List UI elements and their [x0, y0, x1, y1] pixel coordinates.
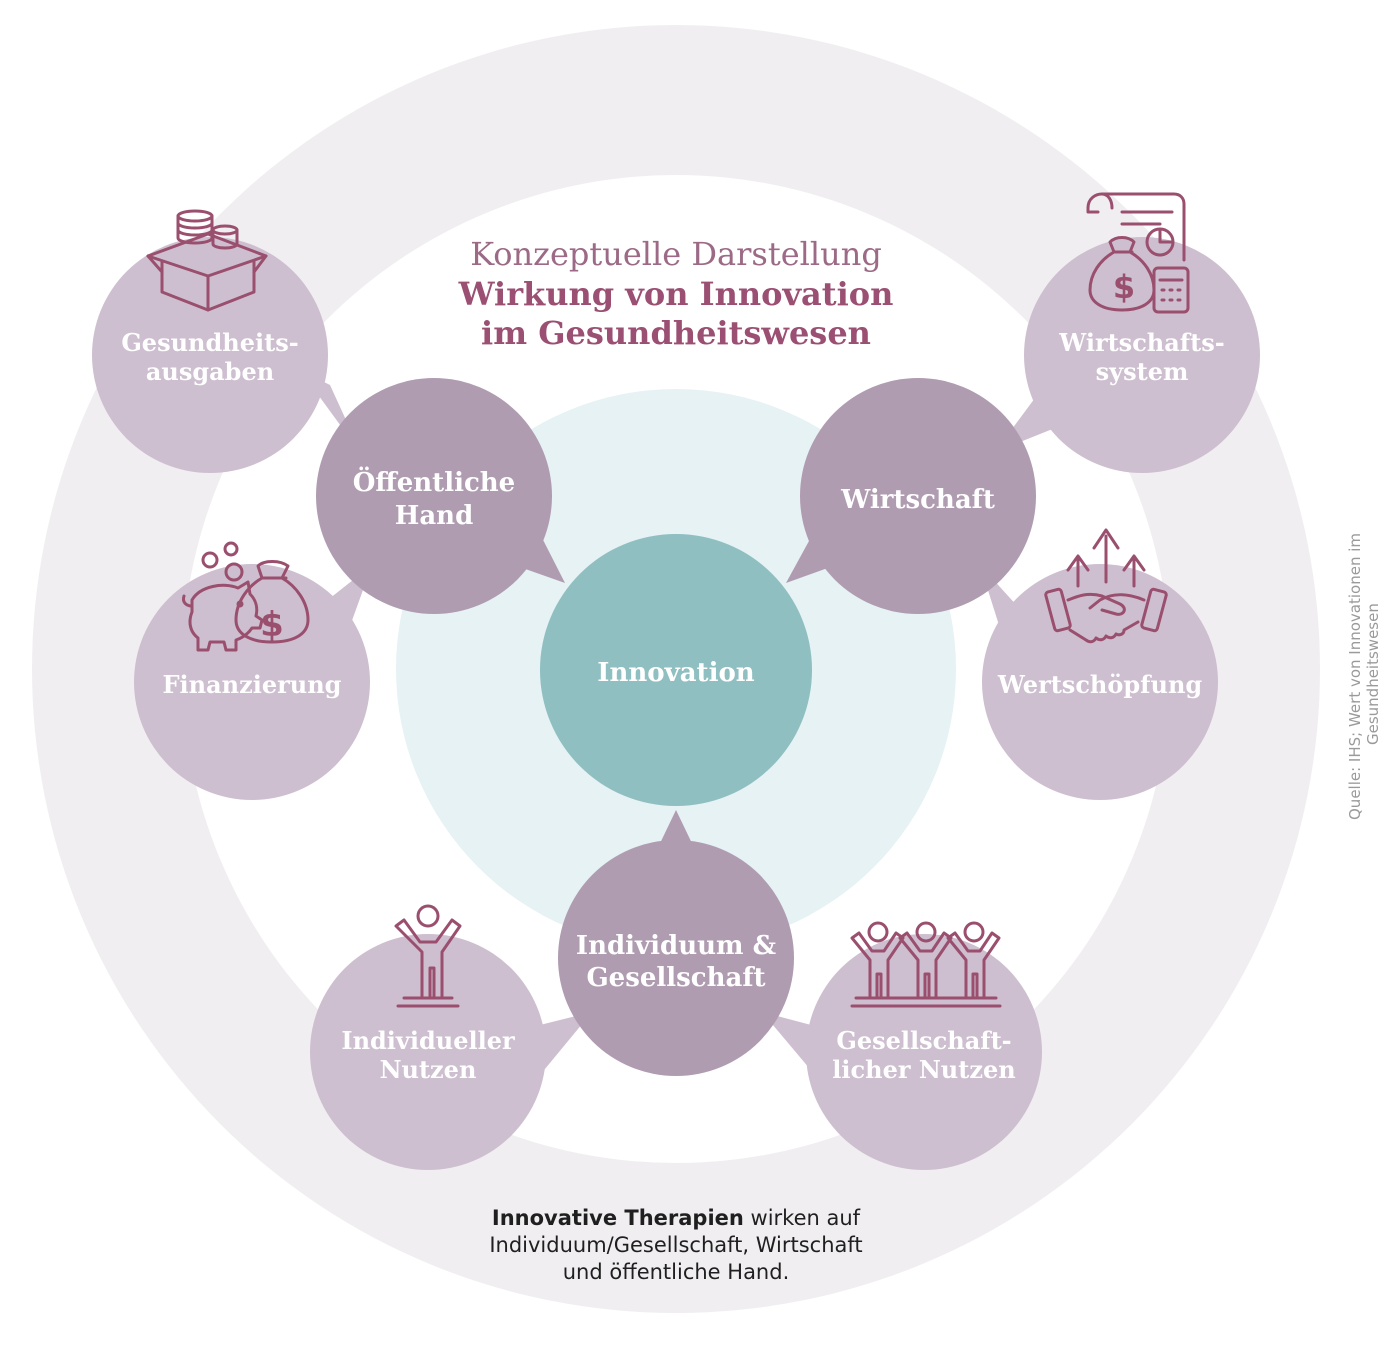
- outcome-bubble: [92, 237, 328, 473]
- caption-rest: wirken auf: [744, 1206, 861, 1230]
- piggy-bank-money-bag-icon: $: [182, 541, 310, 652]
- svg-text:$: $: [260, 605, 284, 645]
- person-cheering-icon: [394, 904, 462, 1008]
- center-label: Innovation: [597, 658, 754, 688]
- outcome-label-line-2: system: [1096, 357, 1189, 386]
- title-line-2: Wirkung von Innovation: [458, 275, 894, 313]
- center-innovation: Innovation: [540, 534, 812, 806]
- caption-line-1: Innovative Therapien wirken auf: [492, 1206, 861, 1230]
- outcome-label-line-2: ausgaben: [146, 357, 274, 386]
- hub-bubble: [316, 378, 552, 614]
- outcome-label-line-1: Wertschöpfung: [997, 670, 1203, 699]
- hub-bubble: [558, 840, 794, 1076]
- center-bubble: [540, 534, 812, 806]
- outcome-bubble: [134, 564, 370, 800]
- caption-line-3: und öffentliche Hand.: [563, 1260, 790, 1284]
- hub-label-line-1: Öffentliche: [353, 466, 515, 498]
- caption: Innovative Therapien wirken auf Individu…: [489, 1206, 862, 1284]
- outcome-label-line-1: Finanzierung: [163, 670, 342, 699]
- title-line-3: im Gesundheitswesen: [481, 314, 871, 352]
- group-cheering-icon: [850, 921, 1002, 1008]
- outcome-label-line-1: Gesellschaft-: [836, 1026, 1011, 1055]
- outcome-label-line-1: Gesundheits-: [121, 328, 298, 357]
- svg-text:$: $: [1113, 268, 1135, 306]
- outcome-bubble: [310, 934, 546, 1170]
- diagram-title: Konzeptuelle Darstellung Wirkung von Inn…: [458, 235, 894, 352]
- hub-label-line-1: Individuum &: [576, 931, 776, 961]
- hub-oeffentliche-hand: Öffentliche Hand: [316, 378, 565, 614]
- outcome-bubble: [1024, 237, 1260, 473]
- hub-individuum-gesellschaft: Individuum & Gesellschaft: [558, 810, 794, 1076]
- box-with-coins-icon: [146, 209, 268, 312]
- outcome-gesundheitsausgaben: Gesundheits- ausgaben: [92, 237, 362, 473]
- hub-label-line-2: Hand: [395, 501, 474, 531]
- title-line-1: Konzeptuelle Darstellung: [470, 235, 882, 273]
- hub-label-line-1: Wirtschaft: [840, 485, 995, 515]
- document-money-calculator-icon: $: [1086, 192, 1190, 314]
- outcome-label-line-1: Wirtschafts-: [1058, 328, 1224, 357]
- outcome-label-line-1: Individueller: [341, 1026, 515, 1055]
- hub-label-line-2: Gesellschaft: [586, 963, 765, 993]
- caption-bold: Innovative Therapien: [492, 1206, 744, 1230]
- source-note: Quelle: IHS; Wert von Innovationen im Ge…: [1346, 533, 1382, 820]
- hub-wirtschaft: Wirtschaft: [786, 378, 1036, 614]
- caption-line-2: Individuum/Gesellschaft, Wirtschaft: [489, 1233, 862, 1257]
- source-line-1: Quelle: IHS; Wert von Innovationen im: [1346, 533, 1364, 820]
- outcome-label-line-2: licher Nutzen: [832, 1055, 1015, 1084]
- outcome-individueller-nutzen: Individueller Nutzen: [310, 934, 592, 1170]
- handshake-growth-icon: [1044, 528, 1168, 644]
- outcome-label-line-2: Nutzen: [380, 1055, 477, 1084]
- outcome-finanzierung: Finanzierung: [134, 564, 372, 800]
- hub-bubble: [800, 378, 1036, 614]
- source-line-2: Gesundheitswesen: [1364, 603, 1382, 745]
